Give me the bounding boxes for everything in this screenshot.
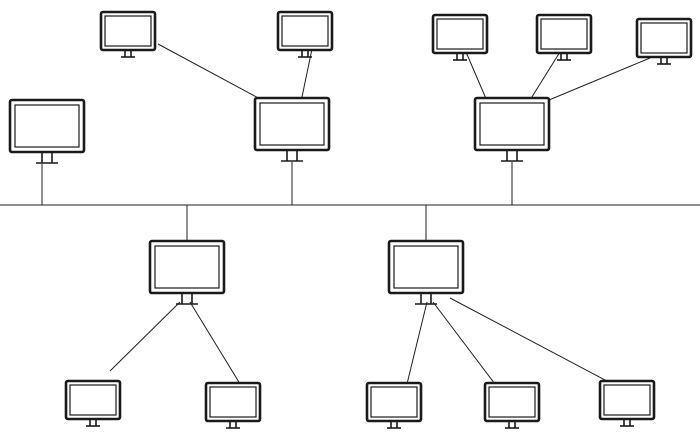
hub-computer-icon [387, 239, 465, 305]
client-computer-icon [204, 381, 262, 429]
monitor-screen [540, 18, 588, 50]
monitor-screen [69, 384, 117, 416]
monitor-screen [488, 386, 536, 418]
client-link-line [548, 57, 651, 101]
client-link-line [189, 301, 246, 393]
connection-lines [0, 43, 700, 393]
client-link-line [449, 297, 623, 390]
hub-computer-icon [473, 96, 551, 162]
monitor-screen [370, 386, 418, 418]
hub-computer-icon [8, 98, 86, 164]
client-link-line [432, 301, 499, 389]
client-link-line [529, 51, 561, 101]
client-computer-icon [365, 381, 423, 429]
hub-computer-icon [253, 96, 331, 162]
monitor-screen [259, 102, 325, 146]
computer-nodes [8, 10, 693, 429]
monitor-screen [603, 384, 651, 416]
client-computer-icon [483, 381, 541, 429]
monitor-screen [14, 104, 80, 148]
hub-computer-icon [148, 239, 226, 305]
monitor-screen [640, 22, 688, 54]
client-computer-icon [598, 379, 656, 427]
monitor-screen [479, 102, 545, 146]
client-computer-icon [431, 13, 489, 61]
client-link-line [109, 301, 181, 372]
monitor-screen [209, 386, 257, 418]
client-link-line [157, 43, 263, 101]
client-computer-icon [99, 10, 157, 58]
monitor-screen [436, 18, 484, 50]
monitor-screen [393, 245, 459, 289]
monitor-screen [154, 245, 220, 289]
client-computer-icon [635, 17, 693, 65]
monitor-screen [104, 15, 152, 47]
monitor-screen [281, 15, 329, 47]
client-computer-icon [535, 13, 593, 61]
client-link-line [405, 301, 428, 389]
client-computer-icon [276, 10, 334, 58]
client-computer-icon [64, 379, 122, 427]
